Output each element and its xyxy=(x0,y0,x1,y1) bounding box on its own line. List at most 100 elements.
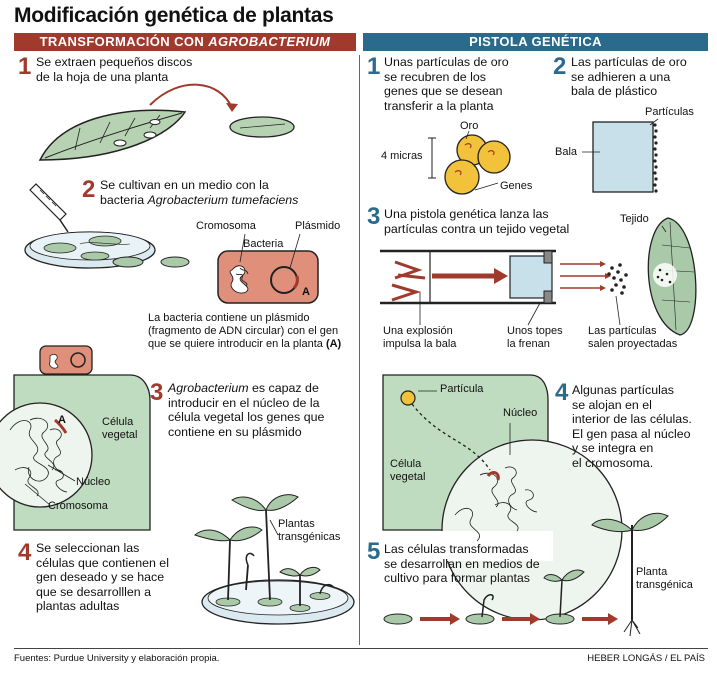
text-line: Unas partículas de oro xyxy=(384,55,509,69)
label-plantas-transgenicas: Plantas transgénicas xyxy=(278,518,340,544)
text-line: introducir en el núcleo de la xyxy=(168,395,320,410)
text-line: células que contienen el xyxy=(36,555,169,570)
text-line: plantas adultas xyxy=(36,599,120,614)
text-line: Las partículas xyxy=(588,325,657,337)
plant-tissue xyxy=(647,217,697,336)
text-line: Las partículas de oro xyxy=(571,55,687,69)
right-section-header: PISTOLA GENÉTICA xyxy=(363,33,708,51)
text-line: Una pistola genética lanza las xyxy=(384,207,549,221)
step-number-right-1: 1 xyxy=(367,53,381,80)
leaf-disc-loose xyxy=(112,256,144,268)
label-topes: Unos topes la frenan xyxy=(507,325,563,351)
step-number-right-5: 5 xyxy=(367,538,381,565)
column-divider xyxy=(359,55,360,645)
label-genes: Genes xyxy=(500,180,533,192)
label-gene-a-2: A xyxy=(58,414,66,426)
text-line: Agrobacterium es capaz de xyxy=(168,381,324,396)
text-line: Una explosión xyxy=(383,325,453,337)
text-line: El gen pasa al núcleo xyxy=(572,426,691,441)
petri-dish-plants xyxy=(194,494,355,625)
label-explosion: Una explosión impulsa la bala xyxy=(383,325,456,351)
gene-gun xyxy=(380,249,611,305)
label-cromosoma: Cromosoma xyxy=(196,220,256,232)
text-line: transferir a la planta xyxy=(384,98,494,113)
text-span: bacteria xyxy=(100,192,148,207)
label-gene-a: A xyxy=(302,286,310,298)
text-line: vegetal xyxy=(390,471,426,483)
text-line: genes que se desean xyxy=(384,84,503,99)
text-line: Célula xyxy=(390,458,422,470)
text-line: se desarrollan en medios de xyxy=(384,556,540,571)
text-line: se alojan en el xyxy=(572,397,652,412)
leaf-disc xyxy=(229,116,295,138)
text-line: el cromosoma. xyxy=(572,455,654,470)
step-number-right-2: 2 xyxy=(553,53,567,80)
label-salen: Las partículas salen proyectadas xyxy=(588,325,677,351)
page-title: Modificación genética de plantas xyxy=(14,4,334,27)
label-nucleo: Núcleo xyxy=(76,476,111,488)
leaf-illustration xyxy=(38,109,187,161)
step-number-left-1: 1 xyxy=(18,53,32,80)
text-line: que se quiere introducir en la planta (A… xyxy=(148,338,341,351)
text-line: Las células transformadas xyxy=(384,542,529,556)
label-bala: Bala xyxy=(555,146,578,158)
text-line: se recubren de los xyxy=(384,69,486,84)
left-header-emph: AGROBACTERIUM xyxy=(208,34,331,49)
plastic-bullet xyxy=(592,121,658,193)
text-line: (fragmento de ADN circular) con el gen xyxy=(148,325,339,337)
text-line: salen proyectadas xyxy=(588,338,678,350)
text-line: Se seleccionan las xyxy=(36,541,140,555)
text-line: Plantas xyxy=(278,518,315,530)
step-text-right-2: Las partículas de oro se adhieren a una … xyxy=(571,55,687,99)
text-line: y se integra en xyxy=(572,441,654,456)
pipette-icon xyxy=(29,183,69,233)
step-text-left-1: Se extraen pequeños discos de la hoja de… xyxy=(36,55,192,84)
arrow-head xyxy=(226,103,238,112)
left-header-prefix: TRANSFORMACIÓN CON xyxy=(39,34,209,49)
bacteria-cell xyxy=(217,250,319,304)
footer-rule xyxy=(14,648,708,649)
arrow-leaf-to-disc xyxy=(149,83,233,109)
text-line: bala de plástico xyxy=(571,84,658,99)
text-line: célula vegetal los genes que xyxy=(168,410,325,425)
text-span: que se quiere introducir en la planta xyxy=(148,338,326,350)
text-line: se adhieren a una xyxy=(571,69,671,84)
text-line: cultivo para formar plantas xyxy=(384,571,531,586)
text-line: interior de las células. xyxy=(572,412,692,427)
label-cromosoma-2: Cromosoma xyxy=(48,500,108,512)
text-line: Unos topes xyxy=(507,325,563,337)
footer-sources: Fuentes: Purdue University y elaboración… xyxy=(14,653,220,664)
text-span-italic: Agrobacterium xyxy=(168,381,249,395)
text-line: de la hoja de una planta xyxy=(36,69,169,84)
text-line: la frenan xyxy=(507,338,550,350)
label-micras: 4 micras xyxy=(381,150,423,162)
step-number-left-4: 4 xyxy=(18,539,32,566)
text-span-bold: (A) xyxy=(325,338,342,350)
text-line: gen deseado y se hace xyxy=(36,570,165,585)
step-text-right-3: Una pistola genética lanza las partícula… xyxy=(384,207,569,236)
gold-particles xyxy=(444,134,511,195)
step-number-left-3: 3 xyxy=(150,379,164,406)
label-nucleo-right: Núcleo xyxy=(503,407,538,419)
label-bacteria: Bacteria xyxy=(243,238,284,250)
label-tejido: Tejido xyxy=(620,213,649,225)
text-line: Célula xyxy=(102,416,134,428)
step-number-right-3: 3 xyxy=(367,203,381,230)
bacteria-small xyxy=(39,345,93,375)
step-text-right-5: Las células transformadas se desarrollan… xyxy=(384,542,540,586)
step-number-left-2: 2 xyxy=(82,176,96,203)
gold-particle xyxy=(400,390,416,406)
step-text-right-1: Unas partículas de oro se recubren de lo… xyxy=(384,55,509,113)
text-span: es capaz de xyxy=(248,381,319,395)
text-line: La bacteria contiene un plásmido xyxy=(148,312,310,324)
step-text-right-4: Algunas partículas se alojan en el inter… xyxy=(572,383,692,471)
left-section-header: TRANSFORMACIÓN CON AGROBACTERIUM xyxy=(14,33,356,51)
text-line: bacteria Agrobacterium tumefaciens xyxy=(100,193,298,208)
leaf-disc-loose xyxy=(160,256,190,268)
label-plasmido: Plásmido xyxy=(295,220,341,232)
step-text-left-3: Agrobacterium es capaz de introducir en … xyxy=(168,381,324,439)
step-text-left-4: Se seleccionan las células que contienen… xyxy=(36,541,169,614)
label-oro: Oro xyxy=(460,120,479,132)
text-line: vegetal xyxy=(102,429,138,441)
